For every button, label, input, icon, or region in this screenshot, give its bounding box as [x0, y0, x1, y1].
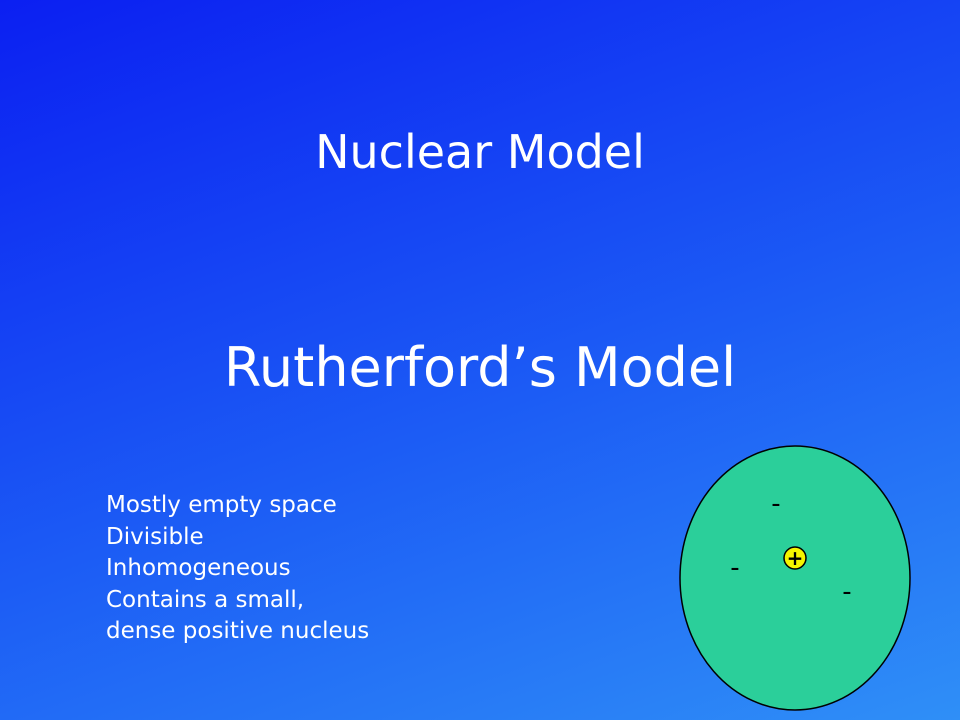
nucleus	[783, 546, 807, 570]
list-item: Contains a small,	[106, 586, 305, 613]
atom-sphere	[679, 445, 911, 711]
list-item: dense positive nucleus	[106, 618, 370, 644]
slide-subtitle: Rutherford’s Model	[223, 336, 737, 399]
electron-right: -	[842, 577, 851, 607]
nucleus-plus-sign: +	[787, 546, 804, 570]
slide-title: Nuclear Model	[315, 125, 645, 179]
list-item: Mostly empty space	[106, 492, 337, 518]
list-item: Divisible	[106, 523, 204, 550]
electron-left: -	[730, 553, 739, 583]
list-item: Inhomogeneous	[106, 555, 291, 581]
electron-top: -	[771, 489, 780, 519]
property-list: Mostly empty space Divisible Inhomogeneo…	[106, 490, 369, 648]
atom-diagram: + - - -	[679, 445, 911, 711]
